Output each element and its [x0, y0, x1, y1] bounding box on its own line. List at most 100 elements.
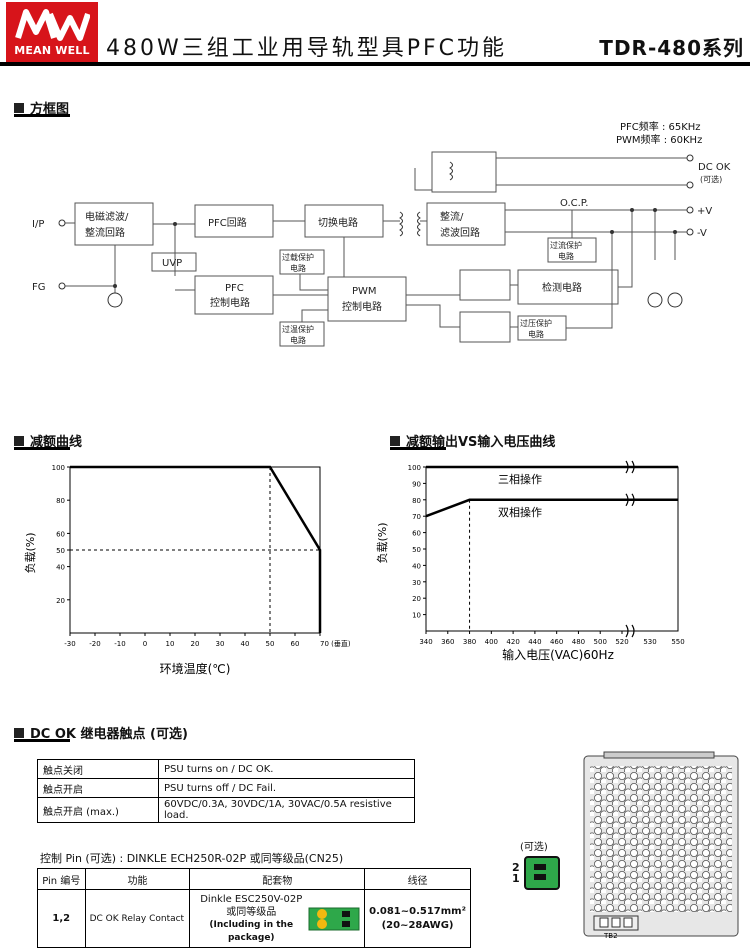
bullet-square-icon	[14, 727, 24, 738]
x-tick-label: 420	[506, 638, 519, 646]
y-tick-label: 60	[56, 530, 65, 538]
x-tick-label: 20	[191, 640, 200, 648]
logo-mw-icon	[15, 9, 90, 41]
x-tick-label: 60	[291, 640, 300, 648]
bd-fg: FG	[32, 282, 46, 293]
block-diagram: I/P FG 电磁滤波/ 整流回路 PFC回路 切换电路 整流/ 滤波回路 UV…	[32, 151, 731, 347]
bd-rect-2: 滤波回路	[440, 226, 480, 239]
y-tick-label: 80	[412, 497, 421, 505]
freq-pfc: PFC频率 : 65KHz	[620, 122, 701, 133]
bd-ip: I/P	[32, 219, 44, 230]
product-case-image: TB2	[583, 751, 739, 940]
y-axis-label: 负载(%)	[23, 532, 37, 573]
dcok-heading: DC OK 继电器触点 (可选)	[14, 723, 188, 742]
y-tick-label: 60	[412, 530, 421, 538]
control-pin-title: 控制 Pin (可选) : DINKLE ECH250R-02P 或同等级品(C…	[40, 852, 344, 865]
bd-pfc-ctrl-2: 控制电路	[210, 296, 250, 309]
connector-icon	[308, 907, 360, 930]
opto-2	[459, 311, 511, 343]
bd-otp-2: 电路	[290, 335, 306, 345]
block-diagram-heading: 方框图	[14, 98, 69, 117]
x-tick-label: 440	[528, 638, 541, 646]
pin-numbers: 2 1	[512, 861, 520, 885]
section-underline	[14, 114, 70, 117]
pwm-ctrl-box	[327, 276, 407, 322]
page-title: 480W三组工业用导轨型具PFC功能	[106, 36, 508, 61]
optional-label: (可选)	[520, 842, 548, 853]
cn25-connector-icon	[524, 856, 560, 890]
bd-ovp-1: 过压保护	[520, 318, 552, 328]
axis-break-icon	[625, 624, 635, 638]
series-label: 双相操作	[498, 505, 542, 519]
derating-heading: 减额曲线	[14, 431, 82, 450]
tb2-label: TB2	[603, 932, 618, 940]
series-title: TDR-480系列	[599, 36, 744, 60]
bd-ovl-1: 过载保护	[282, 252, 314, 262]
x-tick-label: 380	[463, 638, 476, 646]
axis-break-icon	[625, 460, 635, 474]
relay-box	[431, 151, 497, 193]
section-underline	[14, 739, 70, 742]
series-label: 三相操作	[498, 472, 542, 486]
bd-uvp: UVP	[162, 258, 182, 269]
control-pin-table: Pin 编号 功能 配套物 线径 1,2 DC OK Relay Contact…	[37, 868, 471, 948]
plot-frame	[425, 466, 679, 632]
x-tick-label: -10	[114, 640, 125, 648]
y-tick-label: 100	[408, 464, 421, 472]
freq-pwm: PWM频率 : 60KHz	[616, 135, 703, 146]
y-tick-label: 20	[412, 595, 421, 603]
table-header-row: Pin 编号 功能 配套物 线径	[37, 868, 471, 890]
uvp-box	[151, 252, 197, 272]
two-phase-line	[425, 498, 678, 518]
bd-vminus: -V	[697, 228, 707, 239]
bd-pwm-2: 控制电路	[342, 300, 382, 313]
y-tick-label: 90	[412, 480, 421, 488]
x-tick-label: 520	[615, 638, 628, 646]
y-tick-label: 10	[412, 612, 421, 620]
x-tick-label: 30	[216, 640, 225, 648]
x-tick-label: -20	[89, 640, 100, 648]
bd-ocp-box-2: 电路	[558, 251, 574, 261]
table-row: 1,2 DC OK Relay Contact Dinkle ESC250V-0…	[37, 889, 471, 948]
bd-detect: 检测电路	[542, 281, 582, 294]
section-underline	[14, 447, 70, 450]
bd-vplus: +V	[697, 206, 712, 217]
bullet-square-icon	[14, 102, 24, 113]
x-tick-label: 360	[441, 638, 454, 646]
y-tick-label: 50	[56, 547, 65, 555]
bd-rect-1: 整流/	[440, 210, 464, 223]
bd-pwm-1: PWM	[352, 286, 377, 297]
x-axis-label: 输入电压(VAC)60Hz	[502, 647, 614, 662]
x-tick-label: 10	[166, 640, 175, 648]
bd-ovl-2: 电路	[290, 263, 306, 273]
x-tick-label: 0	[143, 640, 147, 648]
x-tick-label: 550	[671, 638, 684, 646]
bd-emi-1: 电磁滤波/	[85, 210, 129, 223]
x-tick-label: 480	[572, 638, 585, 646]
logo-text: MEAN WELL	[14, 44, 90, 57]
bd-ovp-2: 电路	[528, 329, 544, 339]
y-tick-label: 30	[412, 579, 421, 587]
derating-curve	[70, 465, 322, 633]
bd-ocp: O.C.P.	[560, 198, 588, 209]
y-axis-label: 负载(%)	[375, 522, 389, 563]
bd-pfc-circuit: PFC回路	[208, 216, 247, 229]
bd-otp-1: 过温保护	[282, 324, 314, 334]
x-tick-label: 500	[594, 638, 607, 646]
y-tick-label: 40	[56, 564, 65, 572]
y-tick-label: 50	[412, 546, 421, 554]
input-derating-heading: 减额输出VS输入电压曲线	[390, 431, 555, 450]
x-axis-label: 环境温度(℃)	[160, 661, 231, 676]
ovl-box	[279, 249, 325, 275]
section-underline	[390, 447, 446, 450]
bullet-square-icon	[14, 435, 24, 446]
bd-ocp-box-1: 过流保护	[550, 240, 582, 250]
x-tick-label: 400	[485, 638, 498, 646]
y-tick-label: 80	[56, 497, 65, 505]
opto-1	[459, 269, 511, 301]
x-tick-label: 340	[419, 638, 432, 646]
